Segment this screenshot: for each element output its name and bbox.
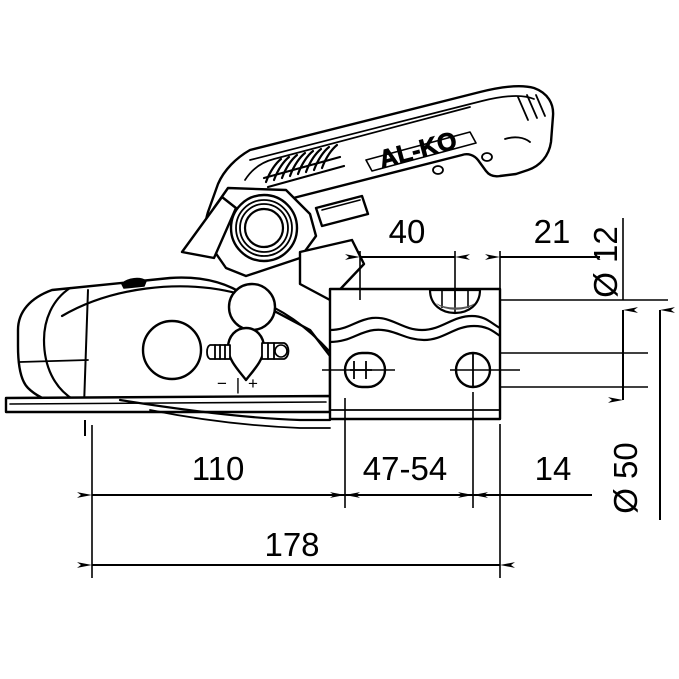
handle-top-relief-line: [249, 95, 535, 161]
handle-lever-group: [180, 84, 555, 302]
adjuster-minus-sign: −: [217, 374, 227, 393]
adjuster-right-knurl: [261, 342, 290, 360]
body-top-lug: [121, 277, 147, 289]
adjuster-bar-sign: |: [236, 375, 240, 394]
handle-rivet-right: [481, 152, 493, 162]
extension-lines: [91, 218, 668, 578]
body-recess-small: [227, 282, 277, 332]
dim-label-21: 21: [534, 213, 571, 250]
dim-label-110: 110: [192, 450, 245, 487]
pivot-bore: [243, 207, 285, 249]
safety-latch-tab: [180, 195, 238, 260]
dim-label-diameter-12: Ø 12: [587, 226, 624, 298]
handle-grip-ribs: [262, 143, 346, 189]
handle-end-ridges: [504, 94, 546, 143]
dim-label-47-54: 47-54: [363, 450, 447, 487]
adjuster-indicator-marks: − | +: [217, 374, 258, 394]
body-nose-shade-line: [19, 359, 89, 363]
body-nose-split: [83, 289, 89, 407]
adjuster-left-knurl: [206, 344, 231, 360]
shank-wave-rib-top: [329, 314, 501, 332]
dim-label-178: 178: [264, 526, 319, 563]
dim-label-40: 40: [389, 213, 426, 250]
body-bottom-flange-inner-line: [9, 401, 327, 405]
dim-label-diameter-50: Ø 50: [607, 442, 644, 514]
mounting-shank-group: [328, 287, 502, 421]
dim-label-14: 14: [535, 450, 572, 487]
body-lower-taper2: [149, 409, 331, 429]
latch-catch-block: [314, 194, 370, 228]
handle-rivet-left: [432, 165, 444, 175]
handle-lower-relief-line: [244, 106, 471, 181]
body-recess-large: [141, 319, 203, 381]
dimension-lines: [77, 254, 675, 568]
shank-wave-rib-bottom: [329, 324, 501, 344]
latch-catch-slot: [321, 199, 361, 211]
body-nose-cap: [42, 286, 76, 402]
adjuster-plus-sign: +: [248, 374, 258, 393]
body-lower-taper: [118, 398, 332, 422]
shank-top-nut: [428, 288, 482, 315]
logo-plate: [365, 131, 477, 172]
